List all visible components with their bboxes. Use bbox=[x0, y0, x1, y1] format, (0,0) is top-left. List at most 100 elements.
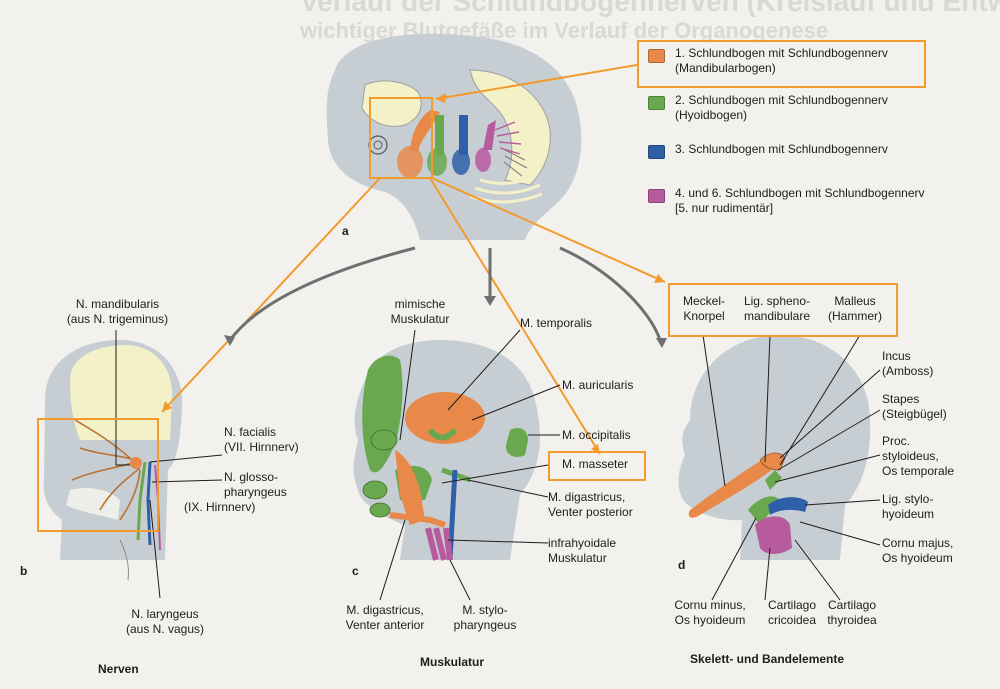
label-lig-spheno-line2: mandibulare bbox=[743, 309, 811, 323]
label-infrahyoidale-line1: infrahyoidale bbox=[548, 536, 617, 550]
legend-arch4-line2: [5. nur rudimentär] bbox=[675, 201, 774, 215]
label-digastricus-post-line1: M. digastricus, bbox=[548, 490, 626, 504]
label-lig-stylohyoideum: Lig. stylo- hyoideum bbox=[882, 492, 934, 522]
label-glosso-line2: pharyngeus bbox=[224, 485, 287, 499]
section-title-nerven: Nerven bbox=[98, 662, 139, 676]
label-thyroidea-line2: thyroidea bbox=[827, 613, 877, 627]
label-meckel: Meckel- Knorpel bbox=[672, 294, 736, 324]
label-occipitalis: M. occipitalis bbox=[562, 428, 631, 442]
muscles-head-figure bbox=[353, 340, 540, 561]
label-lig-stylo-line2: hyoideum bbox=[882, 507, 935, 521]
label-lig-spheno: Lig. spheno- mandibulare bbox=[737, 294, 817, 324]
label-mimische-line2: Muskulatur bbox=[390, 312, 450, 326]
label-proc-line1: Proc. bbox=[882, 434, 911, 448]
label-mimische: mimische Muskulatur bbox=[370, 297, 470, 327]
label-mimische-line1: mimische bbox=[394, 297, 446, 311]
label-cricoidea-line2: cricoidea bbox=[767, 613, 817, 627]
legend-arch3-line1: 3. Schlundbogen mit Schlundbogennerv bbox=[675, 142, 888, 156]
flow-arrows bbox=[228, 246, 662, 341]
legend-highlight-box bbox=[637, 40, 926, 88]
legend-arch1-line1: 1. Schlundbogen mit Schlundbogennerv bbox=[675, 46, 888, 60]
legend-text-arch3: 3. Schlundbogen mit Schlundbogennerv bbox=[675, 142, 888, 157]
label-auricularis: M. auricularis bbox=[562, 378, 634, 392]
nerves-head-figure bbox=[43, 340, 183, 581]
label-cornu-majus-line2: Os hyoideum bbox=[882, 551, 953, 565]
label-stapes-line2: (Steigbügel) bbox=[882, 407, 947, 421]
panel-letter-d: d bbox=[678, 558, 686, 572]
label-mandibularis-line2: (aus N. trigeminus) bbox=[66, 312, 169, 326]
label-lig-stylo-line1: Lig. stylo- bbox=[882, 492, 934, 506]
embryo-figure bbox=[326, 33, 582, 240]
label-cricoidea-line1: Cartilago bbox=[767, 598, 817, 612]
label-infrahyoidale-line2: Muskulatur bbox=[548, 551, 607, 565]
legend-item-arch1: 1. Schlundbogen mit Schlundbogennerv (Ma… bbox=[648, 46, 888, 76]
label-malleus-line1: Malleus bbox=[834, 294, 876, 308]
legend-item-arch3: 3. Schlundbogen mit Schlundbogennerv bbox=[648, 142, 888, 159]
masseter-highlight-box bbox=[548, 451, 646, 481]
panel-letter-a: a bbox=[342, 224, 349, 238]
skeleton-highlight-box bbox=[668, 283, 898, 337]
label-facialis-line2: (VII. Hirnnerv) bbox=[224, 440, 299, 454]
label-digastricus-post: M. digastricus, Venter posterior bbox=[548, 490, 633, 520]
label-cornu-minus-line2: Os hyoideum bbox=[674, 613, 746, 627]
label-stapes: Stapes (Steigbügel) bbox=[882, 392, 947, 422]
label-laryngeus-line1: N. laryngeus bbox=[131, 607, 199, 621]
label-digastricus-ant: M. digastricus, Venter anterior bbox=[330, 603, 440, 633]
label-masseter: M. masseter bbox=[562, 457, 629, 471]
label-digastricus-post-line2: Venter posterior bbox=[548, 505, 633, 519]
panel-letter-b: b bbox=[20, 564, 28, 578]
legend-text-arch2: 2. Schlundbogen mit Schlundbogennerv (Hy… bbox=[675, 93, 888, 123]
leader-lines bbox=[115, 329, 881, 601]
label-facialis-line1: N. facialis bbox=[224, 425, 277, 439]
skeleton-head-figure bbox=[678, 335, 871, 560]
legend-arch1-line2: (Mandibularbogen) bbox=[675, 61, 776, 75]
label-digastricus-ant-line2: Venter anterior bbox=[345, 618, 425, 632]
bleed-heading-line1: Verlauf der Schlundbogennerven (Kreislau… bbox=[300, 0, 1000, 17]
label-mandibularis-line1: N. mandibularis bbox=[75, 297, 160, 311]
label-cornu-minus: Cornu minus, Os hyoideum bbox=[660, 598, 760, 628]
label-stylo-line1: M. stylo- bbox=[462, 603, 508, 617]
label-thyroidea: Cartilago thyroidea bbox=[812, 598, 892, 628]
legend-item-arch4-6: 4. und 6. Schlundbogen mit Schlundbogenn… bbox=[648, 186, 925, 216]
label-laryngeus-line2: (aus N. vagus) bbox=[125, 622, 205, 636]
label-temporalis: M. temporalis bbox=[520, 316, 593, 330]
label-stylo-line2: pharyngeus bbox=[453, 618, 517, 632]
label-proc-line3: Os temporale bbox=[882, 464, 955, 478]
legend-arch4-line1: 4. und 6. Schlundbogen mit Schlundbogenn… bbox=[675, 186, 925, 200]
label-glosso-line1: N. glosso- bbox=[224, 470, 279, 484]
label-cornu-majus-line1: Cornu majus, bbox=[882, 536, 954, 550]
label-proc-line2: styloideus, bbox=[882, 449, 939, 463]
label-glosso: N. glosso- pharyngeus (IX. Hirnnerv) bbox=[184, 470, 287, 515]
label-cornu-minus-line1: Cornu minus, bbox=[674, 598, 746, 612]
panel-letter-c: c bbox=[352, 564, 359, 578]
legend-swatch-orange bbox=[648, 49, 665, 63]
nerves-highlight-box bbox=[37, 418, 159, 532]
label-stapes-line1: Stapes bbox=[882, 392, 920, 406]
label-digastricus-ant-line1: M. digastricus, bbox=[346, 603, 424, 617]
label-incus-line2: (Amboss) bbox=[882, 364, 934, 378]
section-title-skelett: Skelett- und Bandelemente bbox=[690, 652, 845, 666]
label-meckel-line2: Knorpel bbox=[683, 309, 725, 323]
highlight-connectors bbox=[161, 64, 666, 455]
label-mandibularis: N. mandibularis (aus N. trigeminus) bbox=[55, 297, 180, 327]
label-cricoidea: Cartilago cricoidea bbox=[752, 598, 832, 628]
label-stylopharyngeus: M. stylo- pharyngeus bbox=[440, 603, 530, 633]
legend-item-arch2: 2. Schlundbogen mit Schlundbogennerv (Hy… bbox=[648, 93, 888, 123]
section-title-muskulatur: Muskulatur bbox=[420, 655, 485, 669]
label-meckel-line1: Meckel- bbox=[682, 294, 725, 308]
label-cornu-majus: Cornu majus, Os hyoideum bbox=[882, 536, 953, 566]
legend-swatch-green bbox=[648, 96, 665, 110]
legend-swatch-blue bbox=[648, 145, 665, 159]
legend-swatch-purple bbox=[648, 189, 665, 203]
legend-text-arch1: 1. Schlundbogen mit Schlundbogennerv (Ma… bbox=[675, 46, 888, 76]
flow-arrowheads bbox=[224, 296, 667, 348]
label-malleus-line2: (Hammer) bbox=[828, 309, 882, 323]
label-incus: Incus (Amboss) bbox=[882, 349, 933, 379]
label-lig-spheno-line1: Lig. spheno- bbox=[743, 294, 811, 308]
label-facialis: N. facialis (VII. Hirnnerv) bbox=[224, 425, 299, 455]
label-glosso-line3: (IX. Hirnnerv) bbox=[184, 500, 256, 514]
label-incus-line1: Incus bbox=[882, 349, 911, 363]
legend-arch2-line2: (Hyoidbogen) bbox=[675, 108, 748, 122]
